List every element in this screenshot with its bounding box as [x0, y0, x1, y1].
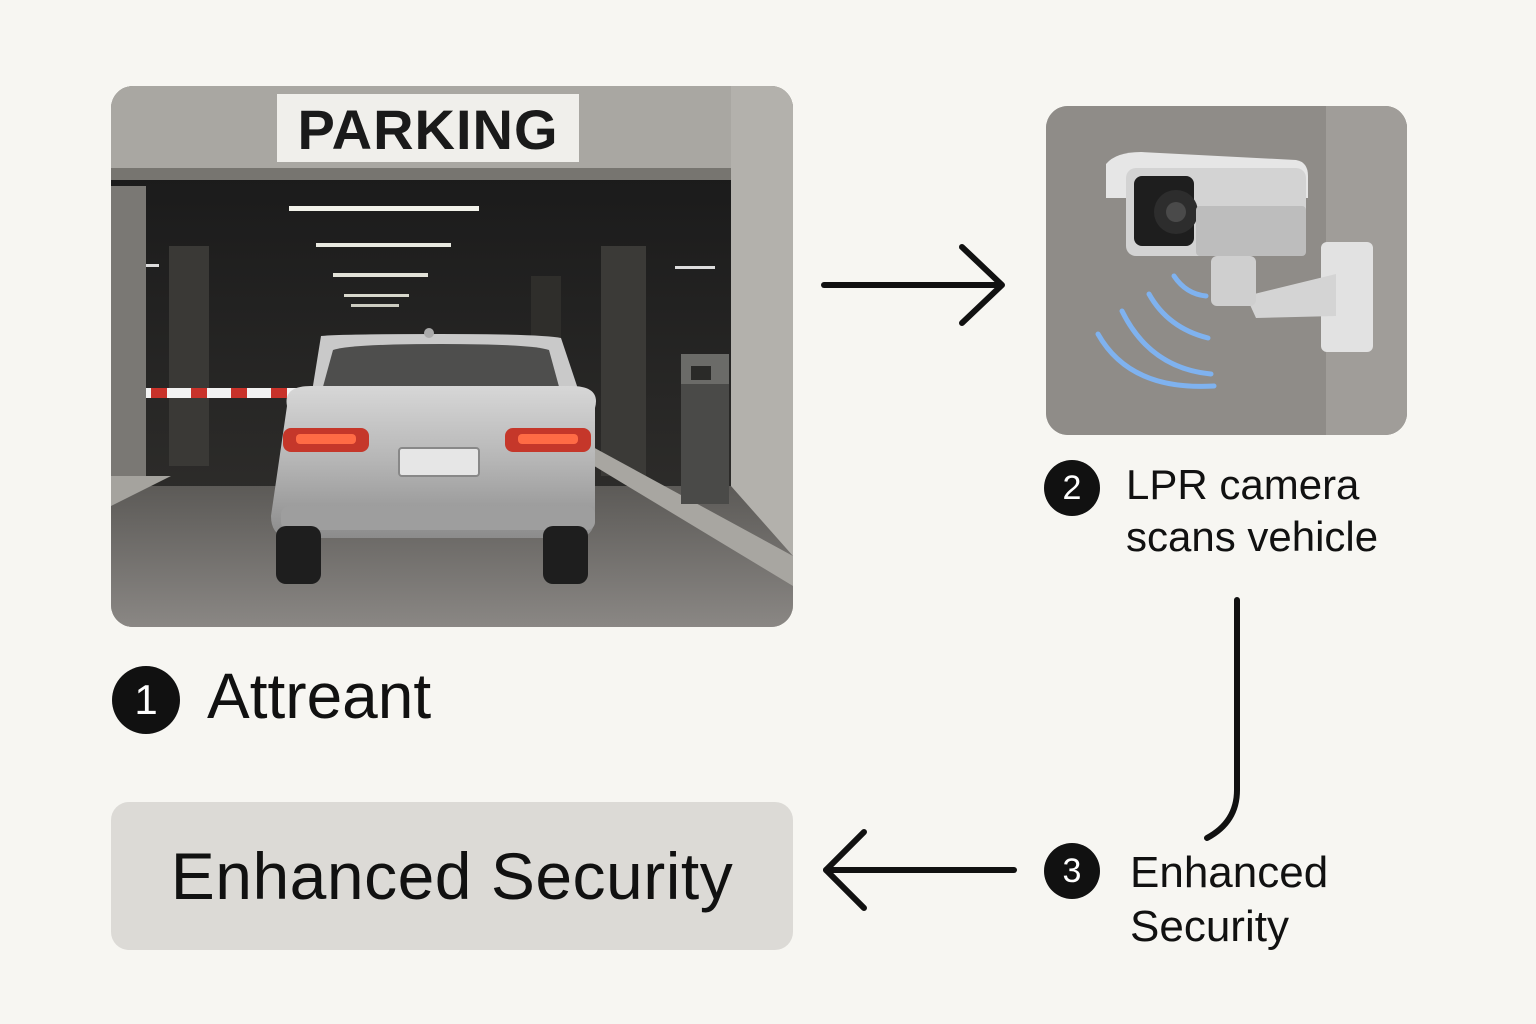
step-2-number: 2 — [1062, 468, 1082, 507]
step-2-label-line2: scans vehicle — [1126, 513, 1379, 560]
step-2-label: LPR camera scans vehicle — [1126, 459, 1426, 563]
connector-line — [1204, 597, 1240, 841]
parking-entrance-photo: PARKING — [111, 86, 793, 627]
step-2-label-line1: LPR camera — [1126, 461, 1360, 508]
signal-waves-icon — [1095, 273, 1217, 389]
result-box: Enhanced Security — [111, 802, 793, 950]
arrow-right-icon — [821, 244, 1005, 326]
step-3-label-line1: Enhanced — [1130, 848, 1329, 897]
step-1-badge: 1 — [112, 666, 180, 734]
step-2-badge: 2 — [1044, 460, 1100, 516]
parking-sign-text: PARKING — [297, 98, 558, 161]
result-label: Enhanced Security — [170, 839, 734, 913]
step-3-label-line2: Security — [1130, 902, 1289, 951]
step-1-number: 1 — [134, 676, 158, 723]
step-1-label: Attreant — [207, 660, 432, 732]
step-3-badge: 3 — [1044, 843, 1100, 899]
arrow-left-icon — [823, 829, 1017, 911]
lpr-camera-photo — [1046, 106, 1407, 435]
step-3-number: 3 — [1062, 851, 1082, 890]
step-3-label: Enhanced Security — [1130, 846, 1390, 954]
